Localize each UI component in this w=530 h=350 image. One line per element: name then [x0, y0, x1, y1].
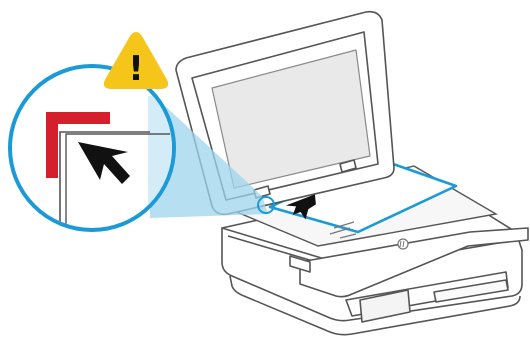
hp-logo-icon	[398, 239, 408, 249]
warning-triangle-icon: !	[105, 33, 167, 89]
warning-glyph: !	[128, 49, 144, 89]
